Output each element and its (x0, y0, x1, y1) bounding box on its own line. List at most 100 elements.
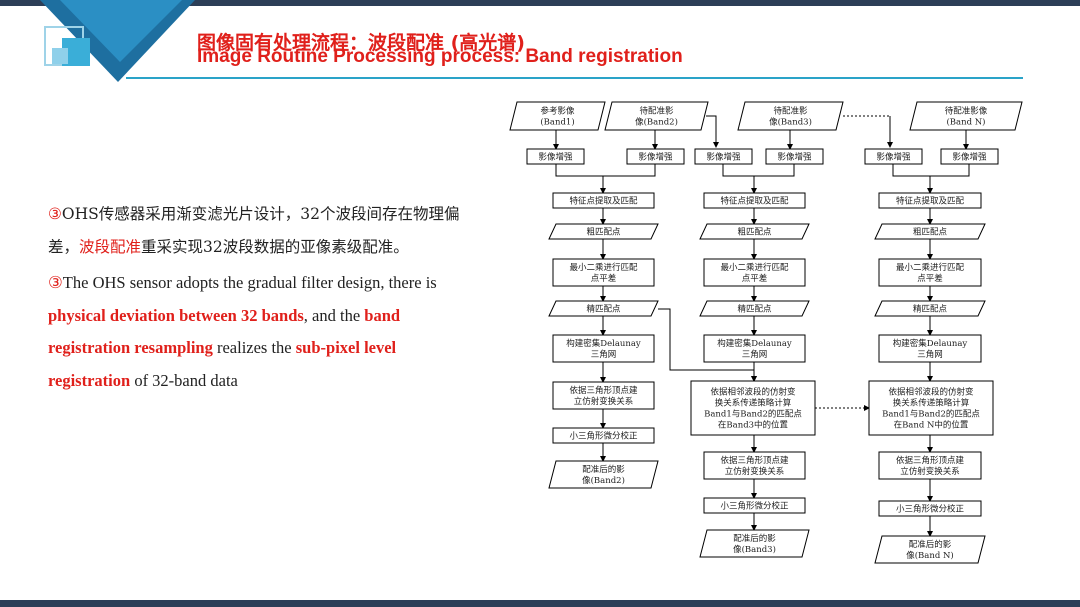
fine-points-3-label: 精匹配点 (913, 304, 948, 315)
feature-box-2: 特征点提取及匹配 (703, 192, 806, 209)
enhance-box-6: 影像增强 (940, 148, 999, 165)
input-image-3: 待配准影像(Band3) (737, 101, 844, 131)
lsq-box-2-label: 点平差 (742, 273, 768, 284)
fine-points-2: 精匹配点 (699, 300, 810, 317)
enhance-box-1-label: 影像增强 (538, 152, 573, 163)
connector-line (555, 164, 656, 177)
coarse-points-3: 粗匹配点 (874, 223, 986, 240)
enhance-box-3-label: 影像增强 (706, 152, 741, 163)
input-image-2-label: 待配准影 (639, 106, 674, 117)
feature-box-3: 特征点提取及匹配 (878, 192, 982, 209)
input-image-4-label: 待配准影像 (945, 106, 988, 117)
enhance-box-1: 影像增强 (526, 148, 585, 165)
feature-box-2-label: 特征点提取及匹配 (720, 196, 789, 207)
delaunay-box-2-label: 三角网 (742, 349, 768, 360)
affine-prop-n-label: 依据相邻波段的仿射变 (888, 387, 974, 398)
lsq-box-1-label: 点平差 (591, 273, 617, 284)
input-image-1-label: (Band1) (540, 117, 574, 128)
paragraph-english: ③The OHS sensor adopts the gradual filte… (48, 267, 478, 397)
affine-prop-n-label: Band1与Band2的匹配点 (882, 409, 980, 420)
p1-text-a: OHS传感器采用渐变滤光片设计，32个波段间存在物理偏差， (48, 205, 460, 256)
enhance-box-6-label: 影像增强 (952, 152, 987, 163)
p2-highlight-1: physical deviation between 32 bands (48, 305, 304, 325)
delaunay-box-3-label: 构建密集Delaunay (893, 338, 968, 349)
input-image-4: 待配准影像(Band N) (909, 101, 1023, 131)
affine-prop-2-label: 在Band3中的位置 (718, 420, 789, 431)
feature-box-1: 特征点提取及匹配 (552, 192, 655, 209)
micro-correct-2: 小三角形微分校正 (703, 497, 806, 514)
coarse-points-2-label: 粗匹配点 (737, 227, 772, 238)
input-image-3-label: 像(Band3) (769, 117, 812, 128)
affine-prop-n: 依据相邻波段的仿射变换关系传递策略计算Band1与Band2的匹配点在Band … (868, 380, 994, 436)
bullet: ③ (48, 205, 62, 223)
affine-build-3-label: 依据三角形顶点建 (896, 455, 965, 466)
affine-prop-2-label: 依据相邻波段的仿射变 (710, 387, 796, 398)
delaunay-box-1-label: 构建密集Delaunay (566, 338, 641, 349)
micro-correct-2-label: 小三角形微分校正 (720, 501, 789, 512)
p2-text-a: The OHS sensor adopts the gradual filter… (62, 273, 437, 292)
micro-correct-1-label: 小三角形微分校正 (569, 431, 638, 442)
enhance-box-5-label: 影像增强 (876, 152, 911, 163)
affine-build-2-label: 立仿射变换关系 (725, 466, 785, 477)
affine-prop-n-label: 在Band N中的位置 (894, 420, 969, 431)
corner-decoration (40, 0, 195, 82)
p2-highlight-2: band registration resampling (48, 305, 401, 358)
affine-build-1-label: 依据三角形顶点建 (569, 385, 638, 396)
title-english: Image Routine Processing process: Band r… (197, 46, 683, 67)
coarse-points-1: 粗匹配点 (548, 223, 659, 240)
input-image-1: 参考影像(Band1) (509, 101, 606, 131)
micro-correct-1: 小三角形微分校正 (552, 427, 655, 444)
paragraph-chinese: ③OHS传感器采用渐变滤光片设计，32个波段间存在物理偏差，波段配准重采实现32… (48, 198, 478, 263)
micro-correct-3: 小三角形微分校正 (878, 500, 982, 517)
output-band3-label: 配准后的影 (733, 533, 776, 544)
enhance-box-2-label: 影像增强 (638, 152, 673, 163)
output-band2-label: 配准后的影 (582, 464, 625, 475)
enhance-box-4-label: 影像增强 (777, 152, 812, 163)
enhance-box-3: 影像增强 (694, 148, 753, 165)
connector-line (892, 164, 970, 177)
enhance-box-5: 影像增强 (864, 148, 923, 165)
delaunay-box-3-label: 三角网 (917, 349, 943, 360)
affine-prop-2: 依据相邻波段的仿射变换关系传递策略计算Band1与Band2的匹配点在Band3… (690, 380, 816, 436)
fine-points-1-label: 精匹配点 (586, 304, 621, 315)
delaunay-box-1-label: 三角网 (591, 349, 617, 360)
output-bandN-label: 像(Band N) (906, 550, 954, 561)
description-text: ③OHS传感器采用渐变滤光片设计，32个波段间存在物理偏差，波段配准重采实现32… (48, 198, 478, 397)
lsq-box-1-label: 最小二乘进行匹配 (569, 262, 638, 273)
coarse-points-1-label: 粗匹配点 (586, 227, 621, 238)
coarse-points-2: 粗匹配点 (699, 223, 810, 240)
affine-build-2-label: 依据三角形顶点建 (720, 455, 789, 466)
fine-points-2-label: 精匹配点 (737, 304, 772, 315)
output-band2-label: 像(Band2) (582, 475, 625, 486)
input-image-3-label: 待配准影 (773, 106, 808, 117)
input-image-2: 待配准影像(Band2) (604, 101, 709, 131)
micro-correct-3-label: 小三角形微分校正 (896, 504, 965, 515)
lsq-box-2-label: 最小二乘进行匹配 (720, 262, 789, 273)
output-band3-label: 像(Band3) (733, 544, 776, 555)
affine-build-1-label: 立仿射变换关系 (574, 396, 634, 407)
coarse-points-3-label: 粗匹配点 (913, 227, 948, 238)
bullet: ③ (48, 273, 63, 292)
p2-text-c: realizes the (212, 338, 296, 357)
enhance-box-4: 影像增强 (765, 148, 824, 165)
p2-highlight-3: sub-pixel level registration (48, 338, 397, 390)
enhance-box-2: 影像增强 (626, 148, 685, 165)
connector-line (722, 164, 795, 177)
feature-box-1-label: 特征点提取及匹配 (569, 196, 638, 207)
input-image-1-label: 参考影像 (540, 106, 575, 117)
title-chinese: 图像固有处理流程：波段配准 (高光谱) (197, 32, 525, 54)
lsq-box-3-label: 最小二乘进行匹配 (896, 262, 965, 273)
input-image-4-label: (Band N) (946, 117, 985, 128)
p2-text-d: of 32-band data (130, 370, 238, 390)
delaunay-box-2-label: 构建密集Delaunay (717, 338, 792, 349)
top-bar (0, 0, 1080, 6)
